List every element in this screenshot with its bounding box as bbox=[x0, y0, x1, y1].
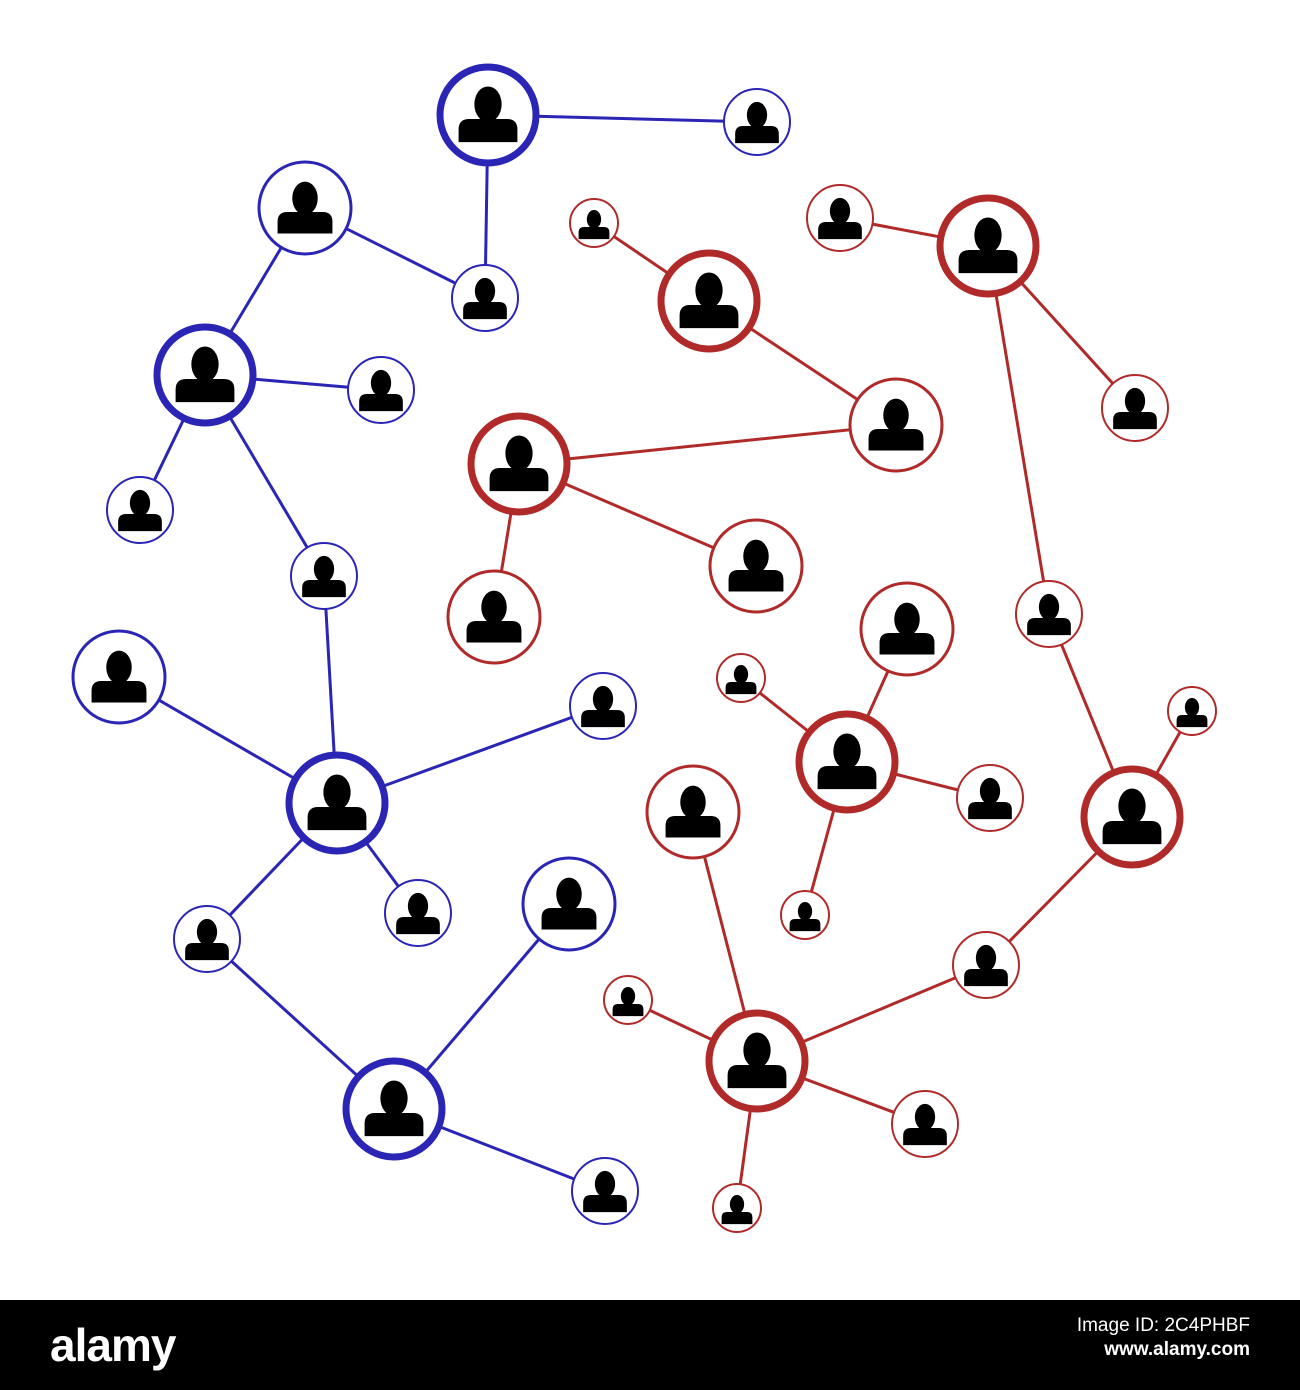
image-reference: Image ID: 2C4PHBF www.alamy.com bbox=[1077, 1314, 1250, 1362]
network-diagram bbox=[71, 63, 1217, 1233]
blue-person-node bbox=[290, 542, 358, 610]
red-person-node bbox=[780, 890, 830, 940]
red-person-node bbox=[657, 249, 761, 353]
red-person-node bbox=[708, 518, 804, 614]
red-person-node bbox=[848, 377, 944, 473]
red-person-node bbox=[716, 653, 766, 703]
red-person-node bbox=[603, 975, 653, 1025]
red-person-node bbox=[936, 194, 1040, 298]
blue-person-node bbox=[451, 264, 519, 332]
blue-person-node bbox=[436, 63, 540, 167]
connection-lines bbox=[118, 113, 1194, 1209]
blue-person-node bbox=[342, 1057, 446, 1161]
red-person-node bbox=[859, 581, 955, 677]
red-person-node bbox=[956, 764, 1024, 832]
blue-person-node bbox=[521, 856, 617, 952]
red-person-node bbox=[712, 1183, 762, 1233]
blue-person-node bbox=[571, 1157, 639, 1225]
blue-person-node bbox=[106, 476, 174, 544]
red-person-node bbox=[806, 184, 874, 252]
red-connection-line bbox=[518, 423, 897, 466]
red-person-node bbox=[795, 710, 899, 814]
person-nodes bbox=[71, 63, 1217, 1233]
red-person-node bbox=[952, 931, 1020, 999]
blue-person-node bbox=[723, 88, 791, 156]
brand-logo: alamy bbox=[50, 1319, 176, 1371]
red-person-node bbox=[446, 569, 542, 665]
red-person-node bbox=[1015, 580, 1083, 648]
red-person-node bbox=[467, 412, 571, 516]
image-id: Image ID: 2C4PHBF bbox=[1076, 1315, 1250, 1336]
red-person-node bbox=[645, 764, 741, 860]
red-person-node bbox=[1080, 765, 1184, 869]
blue-person-node bbox=[71, 629, 167, 725]
blue-person-node bbox=[285, 751, 389, 855]
red-person-node bbox=[1101, 374, 1169, 442]
blue-person-node bbox=[347, 356, 415, 424]
watermark-footer: alamy Image ID: 2C4PHBF www.alamy.com bbox=[0, 1300, 1300, 1390]
red-person-node bbox=[1167, 686, 1217, 736]
blue-person-node bbox=[257, 160, 353, 256]
blue-person-node bbox=[569, 672, 637, 740]
blue-person-node bbox=[384, 879, 452, 947]
brand-url: www.alamy.com bbox=[1104, 1339, 1250, 1360]
blue-person-node bbox=[153, 323, 257, 427]
red-person-node bbox=[705, 1009, 809, 1113]
blue-person-node bbox=[173, 905, 241, 973]
red-connection-line bbox=[986, 245, 1051, 615]
red-person-node bbox=[891, 1090, 959, 1158]
red-person-node bbox=[569, 198, 619, 248]
